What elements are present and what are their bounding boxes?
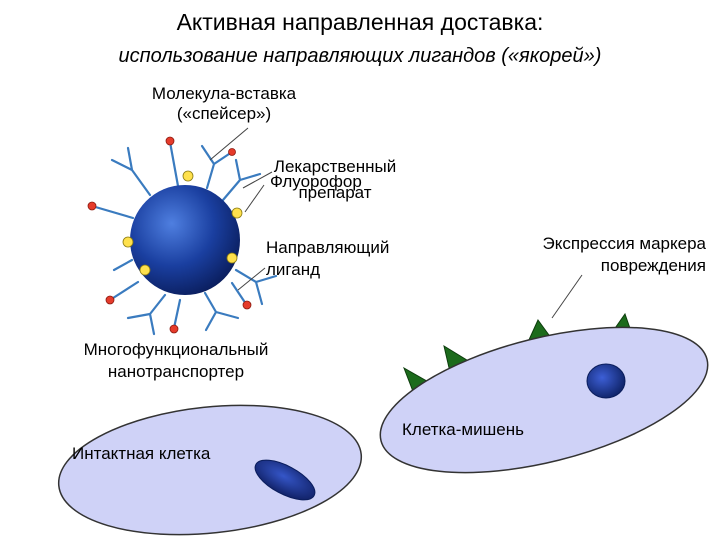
drug-dot [105,295,115,305]
spacer-label-line2: («спейсер») [176,104,272,123]
drug-label-line1: Лекарственный [273,157,397,176]
target-cell-membrane [379,326,709,474]
fluorophore-dot [231,207,243,219]
drug-label: Лекарственный препарат [260,157,410,203]
spacer-label: Молекула-вставка («спейсер») [124,84,324,124]
drug-dot [242,300,252,310]
ligand-arm [112,258,134,272]
ligand-arms [90,140,278,336]
ligand-label-line1: Направляющий [266,238,390,257]
leader-lines [209,127,583,319]
intact-cell [57,404,363,536]
drug-molecules [87,136,252,334]
target-cell [379,312,709,474]
marker-label: Экспрессия маркера повреждения [500,234,706,276]
intact-cell-label: Интактная клетка [72,444,211,463]
diagram-title: Активная направленная доставка: [176,9,544,35]
drug-dot [169,324,179,334]
ligand-arm [200,144,234,190]
drug-dot [165,136,175,146]
fluorophore-dot [122,236,134,248]
leader-line [551,274,583,319]
spacer-stem [90,204,135,220]
spacer-stem [230,281,248,306]
carrier-label: Многофункциональный нанотранспортер [56,340,296,382]
spacer-stem [108,280,140,302]
carrier-label-line1: Многофункциональный [83,340,269,359]
spacer-stem [172,298,182,330]
carrier-label-line2: нанотранспортер [107,362,245,381]
fluorophore-dot [139,264,151,276]
ligand-arm [110,146,152,197]
fluorophore-dot [182,170,194,182]
target-cell-label: Клетка-мишень [402,420,524,439]
spacer-stem [168,140,180,188]
fluorophore-label: Флуорофор [270,172,362,191]
ligand-label-line2: лиганд [266,260,321,279]
diagram-subtitle: использование направляющих лигандов («як… [118,45,602,67]
nanotransporter [87,136,278,336]
target-cell-nucleus [586,363,626,399]
drug-label-line2: препарат [298,183,372,202]
nanoparticle-core [130,185,240,295]
leader-line [242,171,273,189]
intact-cell-nucleus [254,459,316,501]
intact-cell-membrane [57,404,363,536]
leader-line [237,267,266,291]
leader-line [244,184,265,213]
fluorophore-dot [226,252,238,264]
marker-label-line1: Экспрессия маркера [542,234,706,253]
fluorophores [122,170,243,276]
drug-dot [228,148,236,156]
drug-dot [87,201,97,211]
leader-line [209,127,249,161]
ligand-arm [221,158,262,202]
ligand-arm [203,291,240,332]
ligand-arm [234,268,278,306]
marker-label-line2: повреждения [600,256,706,275]
spacer-label-line1: Молекула-вставка [151,84,297,103]
ligand-arm [126,293,167,336]
ligand-label: Направляющий лиганд [266,238,389,280]
